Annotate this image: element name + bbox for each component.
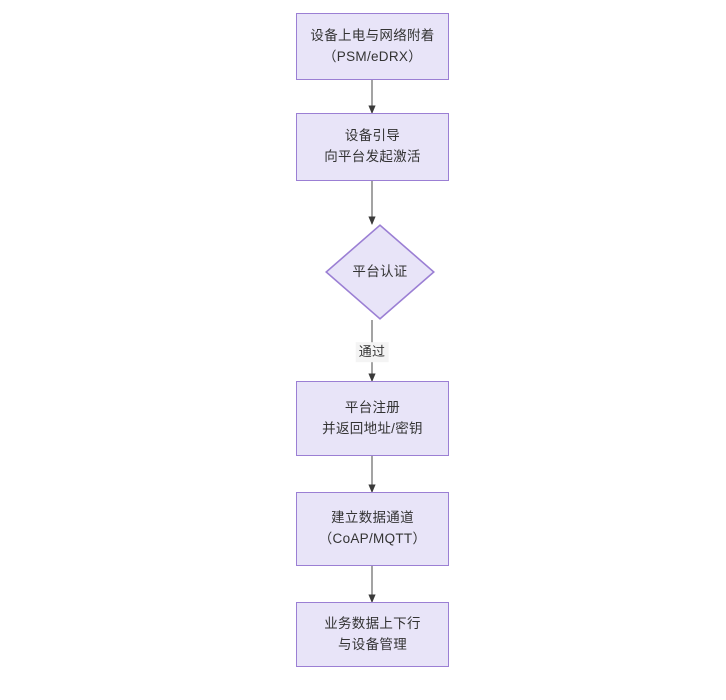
- node-business-data-line-1: 业务数据上下行: [324, 615, 421, 631]
- edge-label-pass: 通过: [355, 342, 389, 362]
- node-power-on-line-2: （PSM/eDRX）: [322, 48, 423, 64]
- node-power-on-line-1: 设备上电与网络附着: [310, 27, 435, 43]
- node-bootstrap-line-2: 向平台发起激活: [324, 149, 421, 164]
- node-data-channel-line-2: （CoAP/MQTT）: [318, 531, 427, 546]
- node-platform-register-line-2: 并返回地址/密钥: [322, 420, 423, 436]
- node-platform-register-line-1: 平台注册: [344, 399, 401, 415]
- node-platform-auth-label: 平台认证: [352, 263, 408, 279]
- node-business-data[interactable]: 业务数据上下行 与设备管理: [296, 602, 449, 667]
- node-platform-auth[interactable]: 平台认证: [325, 224, 435, 320]
- node-platform-register[interactable]: 平台注册 并返回地址/密钥: [296, 381, 449, 456]
- node-bootstrap[interactable]: 设备引导 向平台发起激活: [296, 113, 449, 181]
- diamond-shape-icon: [325, 224, 435, 320]
- node-bootstrap-line-1: 设备引导: [344, 128, 401, 144]
- node-power-on[interactable]: 设备上电与网络附着 （PSM/eDRX）: [296, 13, 449, 80]
- node-business-data-line-2: 与设备管理: [338, 636, 407, 652]
- node-data-channel-line-1: 建立数据通道: [331, 510, 414, 526]
- node-data-channel[interactable]: 建立数据通道 （CoAP/MQTT）: [296, 492, 449, 566]
